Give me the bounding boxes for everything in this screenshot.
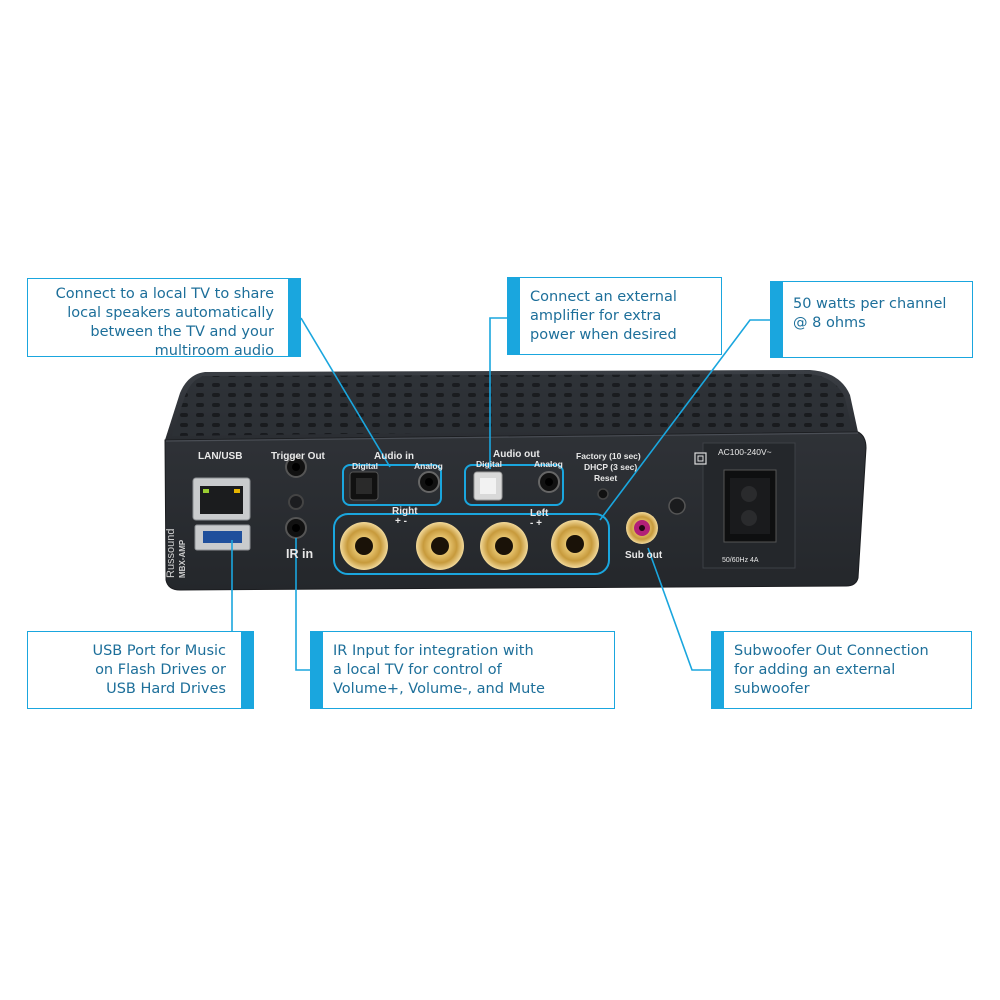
callout-subwoofer-text: Subwoofer Out Connection for adding an e… <box>734 643 929 697</box>
callout-subwoofer: Subwoofer Out Connection for adding an e… <box>711 631 972 709</box>
callout-accent-tab <box>288 279 300 356</box>
callout-ir-input-text: IR Input for integration with a local TV… <box>333 643 545 697</box>
audio-out-highlight <box>464 464 564 506</box>
speaker-terminals <box>340 520 599 570</box>
device-back-panel <box>164 431 867 591</box>
terminals-highlight <box>333 513 610 575</box>
callout-external-amp: Connect an external amplifier for extra … <box>507 277 722 355</box>
audio-out-digital-label: Digital <box>476 459 502 469</box>
callout-accent-tab <box>241 632 253 708</box>
reset-button <box>597 488 609 500</box>
brand-label: Russound MBX-AMP <box>165 528 188 578</box>
callout-external-amp-text: Connect an external amplifier for extra … <box>530 289 677 343</box>
callout-accent-tab <box>712 632 724 708</box>
callout-usb-port: USB Port for Music on Flash Drives or US… <box>27 631 254 709</box>
callout-usb-port-text: USB Port for Music on Flash Drives or US… <box>92 643 226 697</box>
model-name: MBX-AMP <box>178 539 187 578</box>
ir-in-label: IR in <box>286 547 314 561</box>
audio-in-label: Audio in <box>374 451 414 462</box>
audio-in-highlight <box>342 464 442 506</box>
callout-watts: 50 watts per channel @ 8 ohms <box>770 281 973 358</box>
left-polarity: - + <box>530 518 542 529</box>
lan-usb-label: LAN/USB <box>198 451 243 462</box>
callout-accent-tab <box>771 282 783 357</box>
reset-label-2: DHCP (3 sec) <box>584 462 638 472</box>
callout-tv-share: Connect to a local TV to share local spe… <box>27 278 301 359</box>
right-polarity: + - <box>395 516 407 527</box>
power-frequency-label: 50/60Hz 4A <box>722 557 759 564</box>
callout-watts-text: 50 watts per channel @ 8 ohms <box>793 296 947 331</box>
audio-in-digital-label: Digital <box>352 461 378 471</box>
callout-tv-share-text: Connect to a local TV to share local spe… <box>55 286 274 359</box>
right-label: Right <box>392 506 418 517</box>
power-rating-label: AC100-240V~ <box>718 447 772 457</box>
brand-name: Russound <box>165 528 177 578</box>
left-label: Left <box>530 508 549 519</box>
trigger-out-label: Trigger Out <box>271 451 325 462</box>
audio-out-label: Audio out <box>493 449 540 460</box>
screw <box>668 497 686 515</box>
callout-accent-tab <box>311 632 323 708</box>
reset-label-1: Factory (10 sec) <box>576 451 641 461</box>
status-led <box>288 494 304 510</box>
audio-out-analog-label: Analog <box>534 459 563 469</box>
reset-label-3: Reset <box>594 473 618 483</box>
callout-accent-tab <box>508 278 520 354</box>
audio-in-analog-label: Analog <box>414 461 443 471</box>
callout-ir-input: IR Input for integration with a local TV… <box>310 631 615 709</box>
sub-out-label: Sub out <box>625 550 663 561</box>
